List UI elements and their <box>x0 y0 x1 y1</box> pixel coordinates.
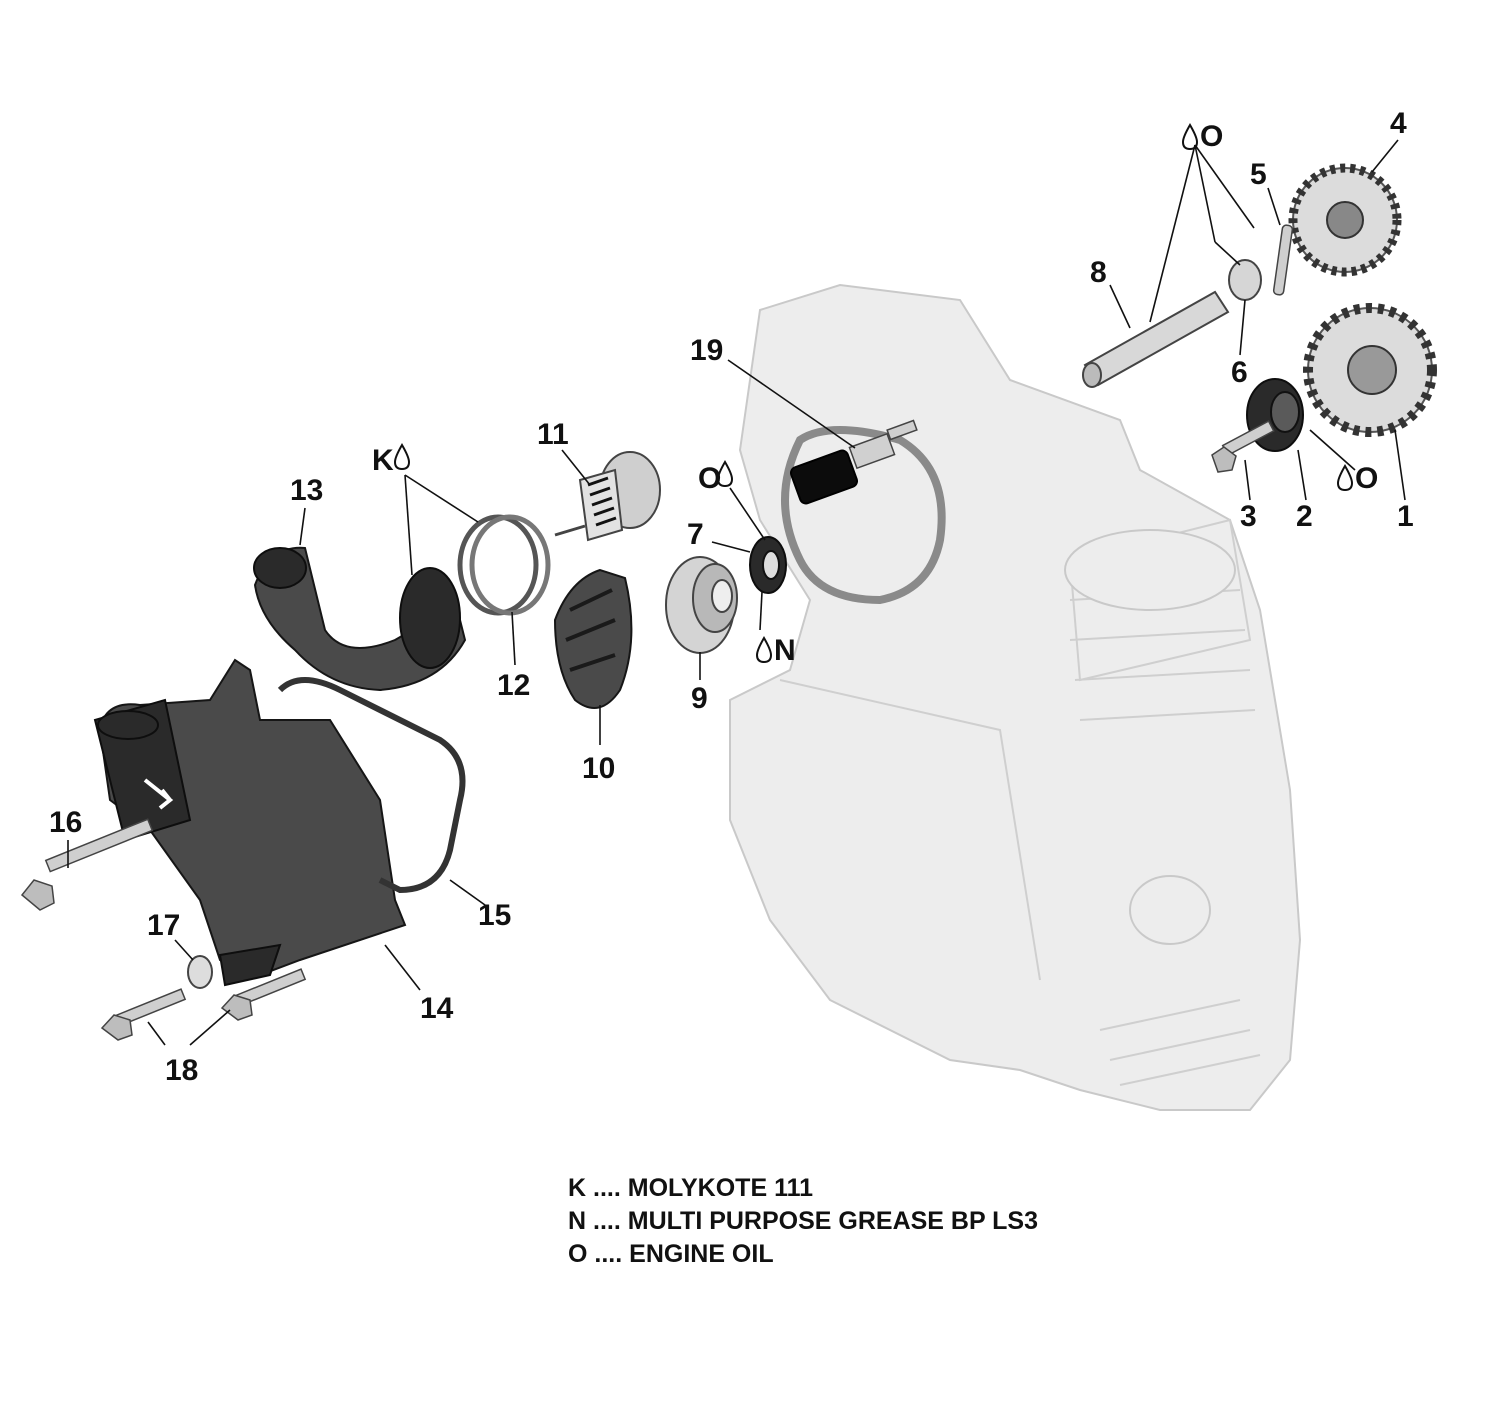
callout-5: 5 <box>1250 158 1267 191</box>
callout-10: 10 <box>582 752 615 785</box>
legend-text: MOLYKOTE 111 <box>627 1174 814 1202</box>
lubricant-marks: O O O K N <box>372 120 1378 667</box>
legend-code: N <box>568 1207 587 1235</box>
callout-8: 8 <box>1090 256 1107 289</box>
callout-18: 18 <box>165 1054 198 1087</box>
lubricant-legend: K .... MOLYKOTE 111 N .... MULTI PURPOSE… <box>568 1172 1038 1271</box>
part-19-sensor <box>790 419 918 505</box>
callout-6: 6 <box>1231 356 1248 389</box>
legend-code: O <box>568 1240 588 1268</box>
callout-19: 19 <box>690 334 723 367</box>
part-13-elbow <box>253 546 467 692</box>
callout-14: 14 <box>420 992 454 1025</box>
legend-text: MULTI PURPOSE GREASE BP LS3 <box>627 1207 1039 1235</box>
legend-text: ENGINE OIL <box>629 1240 774 1268</box>
callout-2: 2 <box>1296 500 1313 533</box>
legend-separator: .... <box>586 1207 628 1235</box>
legend-code: K <box>568 1174 587 1202</box>
part-16-screw <box>20 818 154 911</box>
part-6-washer <box>1228 259 1262 301</box>
part-9-seal <box>665 556 738 654</box>
oil-drop-icon <box>1336 464 1354 492</box>
mark-o-top: O <box>1200 120 1223 153</box>
mark-o-mid: O <box>698 462 721 495</box>
callout-15: 15 <box>478 899 511 932</box>
part-5-pin <box>1272 224 1294 296</box>
callout-numbers: 1 2 3 4 5 6 7 8 9 10 11 12 13 14 15 16 1… <box>49 107 1414 1087</box>
grease-drop-icon <box>393 443 411 471</box>
legend-row-k: K .... MOLYKOTE 111 <box>568 1172 1038 1205</box>
mark-n: N <box>774 634 796 667</box>
part-3-screw <box>1211 420 1275 473</box>
part-10-impeller <box>553 568 633 709</box>
callout-4: 4 <box>1390 107 1407 140</box>
part-15-gasket <box>277 677 466 894</box>
mark-o-right: O <box>1355 462 1378 495</box>
callout-7: 7 <box>687 518 704 551</box>
engine-block-ghost <box>729 283 1302 1111</box>
callout-16: 16 <box>49 806 82 839</box>
part-17-washer <box>187 955 213 989</box>
callout-13: 13 <box>290 474 323 507</box>
leader-lines <box>67 139 1406 1046</box>
legend-separator: .... <box>587 1240 630 1268</box>
part-1-gear <box>1303 303 1437 437</box>
part-8-shaft <box>1082 290 1230 388</box>
oil-drop-icon <box>716 460 734 488</box>
callout-12: 12 <box>497 669 530 702</box>
callout-17: 17 <box>147 909 180 942</box>
part-7-washer <box>749 536 787 594</box>
callout-11: 11 <box>537 418 569 451</box>
legend-row-n: N .... MULTI PURPOSE GREASE BP LS3 <box>568 1205 1038 1238</box>
part-14-pump-housing <box>93 658 407 987</box>
callout-3: 3 <box>1240 500 1257 533</box>
callout-1: 1 <box>1397 500 1414 533</box>
part-12-o-rings <box>457 514 551 616</box>
part-4-gear <box>1288 163 1402 277</box>
callout-9: 9 <box>691 682 708 715</box>
legend-row-o: O .... ENGINE OIL <box>568 1238 1038 1271</box>
legend-separator: .... <box>586 1174 628 1202</box>
mark-k: K <box>372 444 394 477</box>
oil-drop-icon <box>1181 123 1199 151</box>
part-11-thermostat <box>554 451 661 542</box>
grease-drop-icon <box>755 636 773 664</box>
part-18-screws <box>100 968 307 1041</box>
